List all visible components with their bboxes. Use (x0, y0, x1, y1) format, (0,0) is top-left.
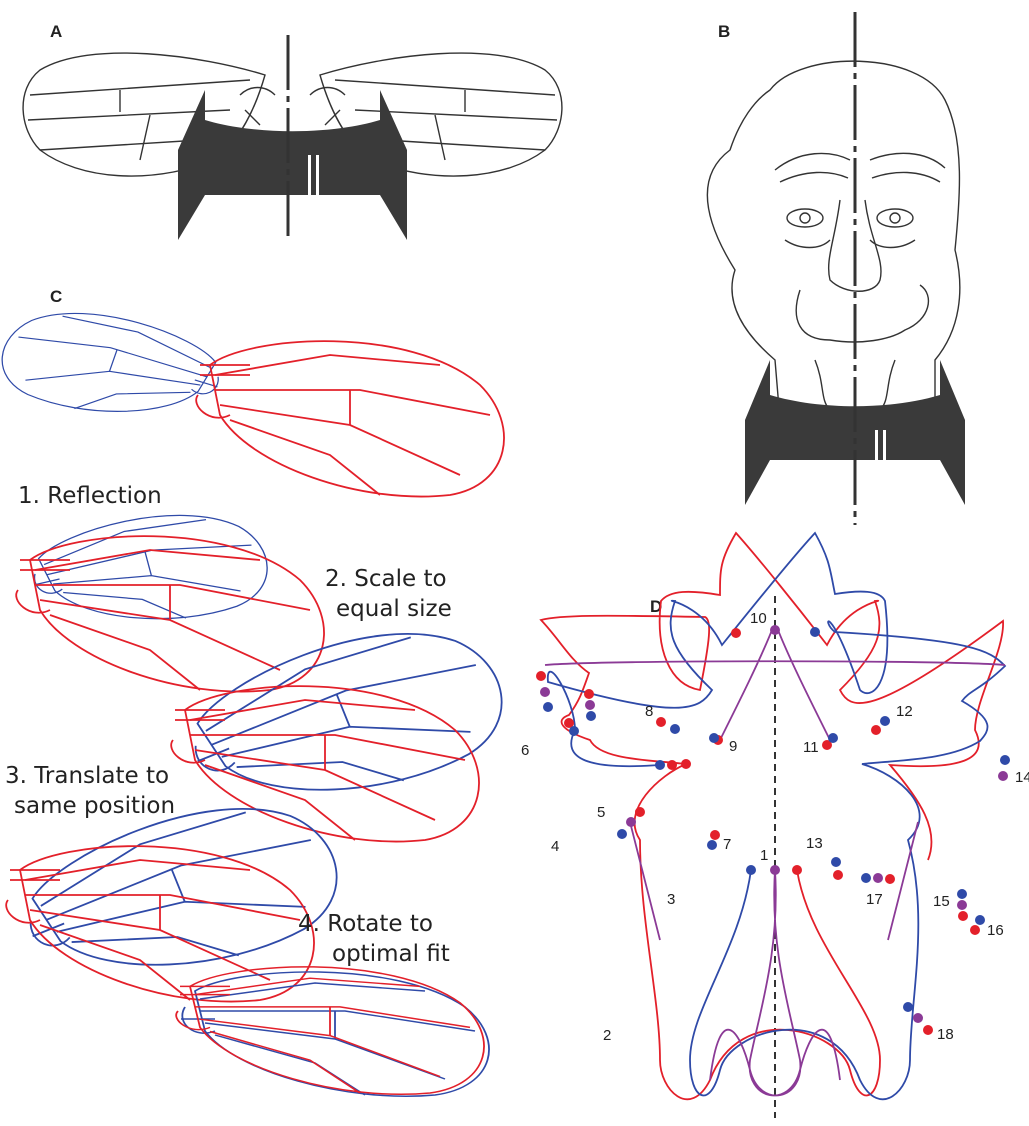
step-4-label-line2: optimal fit (332, 941, 450, 967)
step-1-label: 1. Reflection (18, 483, 162, 509)
landmark-7: 7 (723, 836, 731, 853)
wing-pair-scaled (171, 591, 519, 850)
left-eye (787, 209, 823, 227)
landmark-10: 10 (750, 610, 767, 627)
landmark-13: 13 (806, 835, 823, 852)
step-4-label-line1: 4. Rotate to (298, 911, 433, 937)
shape-outline-red (541, 533, 1003, 1099)
panel-label-c: C (50, 287, 62, 306)
landmark-6: 6 (521, 742, 529, 759)
landmark-12: 12 (896, 703, 913, 720)
landmark-8: 8 (645, 703, 653, 720)
landmark-1: 1 (760, 847, 768, 864)
step-3-label-line1: 3. Translate to (5, 763, 169, 789)
step-2-label-line2: equal size (336, 596, 452, 622)
landmark-dots (536, 625, 1010, 1035)
panel-a: A (23, 22, 562, 240)
panel-d: D 1 2 (521, 533, 1029, 1118)
wing-pair-reflected (16, 493, 324, 692)
landmark-15: 15 (933, 893, 950, 910)
landmark-2: 2 (603, 1027, 611, 1044)
landmark-17: 17 (866, 891, 883, 908)
landmark-11: 11 (803, 739, 819, 756)
landmark-3: 3 (667, 891, 675, 908)
landmark-18: 18 (937, 1026, 954, 1043)
step-3-label-line2: same position (14, 793, 175, 819)
step-2-label-line1: 2. Scale to (325, 566, 447, 592)
panel-c: C 1. Reflection 2. Scale to equal size 3… (0, 287, 519, 1096)
shape-outline-blue (548, 533, 1005, 1099)
landmark-9: 9 (729, 738, 737, 755)
landmark-5: 5 (597, 804, 605, 821)
landmark-4: 4 (551, 838, 559, 855)
wing-pair-original (0, 289, 504, 497)
panel-label-b: B (718, 22, 730, 41)
landmark-16: 16 (987, 922, 1004, 939)
wing-pair-rotated (176, 967, 489, 1096)
landmark-14: 14 (1015, 769, 1029, 786)
fly-mount-clamp (178, 90, 407, 240)
face-outline (707, 61, 960, 420)
panel-label-a: A (50, 22, 62, 41)
right-eye (877, 209, 913, 227)
panel-b: B (707, 12, 965, 525)
